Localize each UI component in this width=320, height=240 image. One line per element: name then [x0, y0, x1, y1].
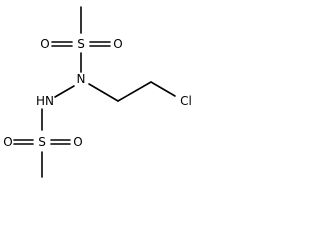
- atom-nh: HN: [36, 94, 54, 108]
- atom-o-bottom-right: O: [73, 135, 82, 149]
- atom-labels: S O O N HN S O O Cl: [3, 37, 192, 149]
- atom-o-top-left: O: [40, 37, 49, 51]
- bond-ch2-cl: [150, 81, 176, 97]
- atom-s-bottom: S: [38, 135, 46, 149]
- bond-ch2-ch2: [117, 81, 152, 102]
- atom-n-top: N: [77, 72, 86, 86]
- atom-cl: Cl: [180, 94, 192, 108]
- atom-s-top: S: [77, 37, 85, 51]
- structure-canvas: S O O N HN S O O Cl: [0, 0, 198, 186]
- bond-n-nh: [54, 85, 75, 98]
- atom-o-bottom-left: O: [3, 135, 12, 149]
- atom-o-top-right: O: [113, 37, 122, 51]
- bonds: [13, 6, 176, 178]
- bond-n-ch2: [88, 83, 119, 102]
- chemical-structure: S O O N HN S O O Cl: [3, 6, 192, 178]
